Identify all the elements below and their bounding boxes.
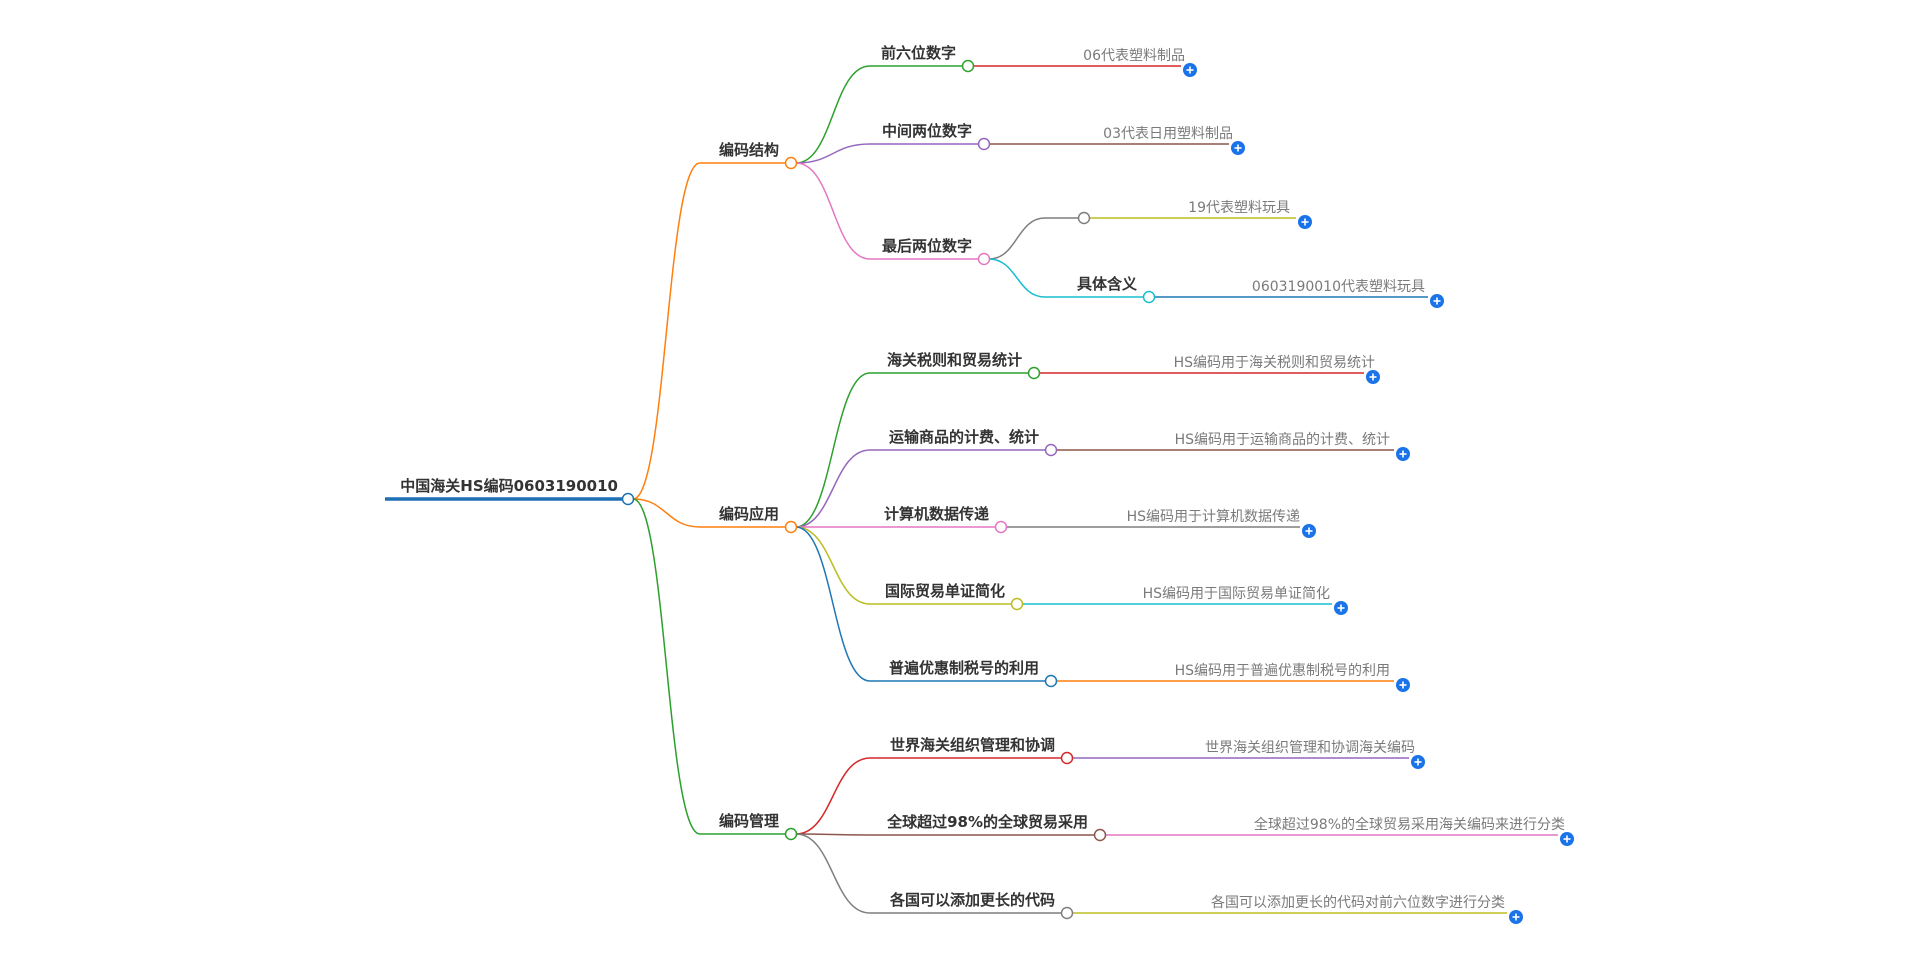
branch-connector — [632, 162, 701, 500]
leaf-text: HS编码用于海关税则和贸易统计 — [1174, 355, 1375, 371]
topic-label: 计算机数据传递 — [884, 505, 989, 523]
leaf-text: 世界海关组织管理和协调海关编码 — [1205, 740, 1415, 756]
leaf-text: HS编码用于普遍优惠制税号的利用 — [1175, 663, 1390, 679]
collapse-node[interactable] — [784, 156, 798, 170]
child-connector — [795, 449, 871, 528]
child-connector — [795, 372, 871, 528]
collapse-node[interactable] — [961, 59, 975, 73]
leaf-text: HS编码用于计算机数据传递 — [1127, 509, 1300, 525]
topic-label: 海关税则和贸易统计 — [887, 351, 1022, 369]
root-collapse-node[interactable] — [621, 492, 635, 506]
collapse-node[interactable] — [1060, 751, 1074, 765]
topic-label: 最后两位数字 — [882, 237, 972, 255]
leaf-text: HS编码用于运输商品的计费、统计 — [1175, 432, 1390, 448]
collapse-node[interactable] — [977, 252, 991, 266]
branch-connector — [632, 498, 701, 528]
child-connector — [795, 833, 871, 914]
collapse-node[interactable] — [1044, 674, 1058, 688]
collapse-node[interactable] — [1044, 443, 1058, 457]
collapse-node[interactable] — [1077, 211, 1091, 225]
collapse-node[interactable] — [1093, 828, 1107, 842]
subtopic-connector — [988, 258, 1046, 298]
collapse-node[interactable] — [1142, 290, 1156, 304]
topic-label: 世界海关组织管理和协调 — [890, 736, 1055, 754]
branch-label: 编码结构 — [719, 141, 779, 159]
collapse-node[interactable] — [1060, 906, 1074, 920]
collapse-node[interactable] — [784, 827, 798, 841]
child-connector — [795, 143, 871, 164]
topic-label: 全球超过98%的全球贸易采用 — [886, 813, 1088, 831]
collapse-node[interactable] — [977, 137, 991, 151]
collapse-node[interactable] — [994, 520, 1008, 534]
topic-label: 国际贸易单证简化 — [885, 582, 1005, 600]
branch-label: 编码应用 — [719, 505, 779, 523]
child-connector — [795, 833, 871, 836]
leaf-text: 06代表塑料制品 — [1083, 48, 1185, 64]
child-connector — [795, 526, 871, 682]
leaf-text: 全球超过98%的全球贸易采用海关编码来进行分类 — [1254, 816, 1565, 833]
branch-label: 编码管理 — [719, 812, 779, 830]
child-connector — [795, 162, 871, 260]
collapse-node[interactable] — [1027, 366, 1041, 380]
child-connector — [795, 757, 871, 835]
branch-connector — [632, 498, 701, 835]
topic-label: 运输商品的计费、统计 — [889, 428, 1039, 446]
topic-label: 前六位数字 — [881, 44, 956, 62]
child-connector — [795, 526, 871, 605]
leaf-text: 03代表日用塑料制品 — [1103, 126, 1233, 142]
subtopic-label: 具体含义 — [1077, 275, 1137, 293]
child-connector — [795, 65, 871, 164]
topic-label: 各国可以添加更长的代码 — [889, 891, 1055, 909]
leaf-text: 19代表塑料玩具 — [1188, 200, 1290, 216]
leaf-text: HS编码用于国际贸易单证简化 — [1143, 585, 1330, 602]
collapse-node[interactable] — [1010, 597, 1024, 611]
subtopic-connector — [988, 217, 1046, 260]
leaf-text: 0603190010代表塑料玩具 — [1252, 279, 1425, 295]
collapse-node[interactable] — [784, 520, 798, 534]
topic-label: 中间两位数字 — [882, 122, 972, 140]
root-node-label: 中国海关HS编码0603190010 — [400, 477, 618, 495]
leaf-text: 各国可以添加更长的代码对前六位数字进行分类 — [1211, 894, 1505, 911]
topic-label: 普遍优惠制税号的利用 — [889, 659, 1039, 677]
